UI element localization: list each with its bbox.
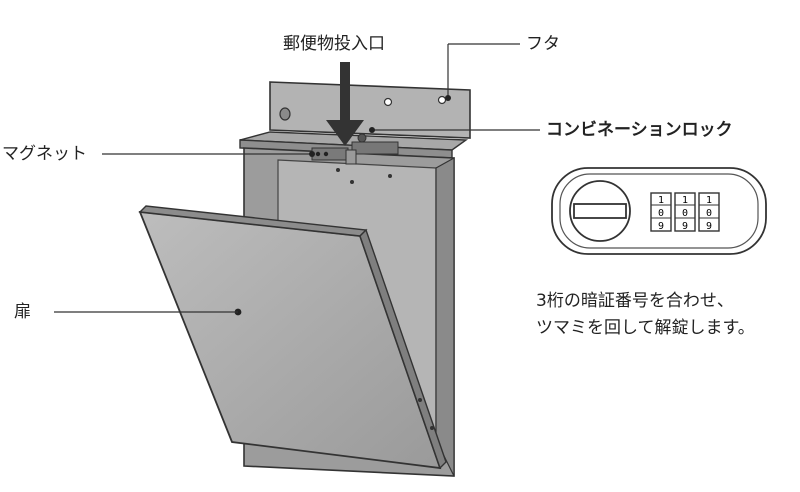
dial-2-digit-mid: 0 xyxy=(682,208,688,219)
dial-3-digit-top: 1 xyxy=(706,195,712,206)
label-mail-slot: 郵便物投入口 xyxy=(283,34,385,54)
dial-2-digit-top: 1 xyxy=(682,195,688,206)
dial-1-digit-top: 1 xyxy=(658,195,664,206)
label-combination-lock: コンビネーションロック xyxy=(546,120,733,140)
dial-1-digit-mid: 0 xyxy=(658,208,664,219)
dial-1: 1 0 9 xyxy=(650,192,672,232)
mail-slot-arrow xyxy=(326,62,364,146)
dial-1-digit-bot: 9 xyxy=(658,221,664,232)
door xyxy=(138,205,447,470)
leader-lines xyxy=(54,43,540,313)
instruction-line-1: 3桁の暗証番号を合わせ、 xyxy=(536,291,734,311)
dial-3-digit-bot: 9 xyxy=(706,221,712,232)
instruction-line-2: ツマミを回して解錠します。 xyxy=(536,318,755,338)
magnet-hardware xyxy=(311,147,349,161)
label-lid: フタ xyxy=(526,34,560,54)
label-door: 扉 xyxy=(14,302,31,322)
back-plate xyxy=(269,81,471,139)
lock-instructions: 3桁の暗証番号を合わせ、 ツマミを回して解錠します。 xyxy=(536,288,755,342)
label-magnet: マグネット xyxy=(2,144,87,164)
dial-3-digit-mid: 0 xyxy=(706,208,712,219)
dial-3: 1 0 9 xyxy=(698,192,720,232)
combination-lock-hardware xyxy=(345,133,399,165)
dial-2-digit-bot: 9 xyxy=(682,221,688,232)
dial-2: 1 0 9 xyxy=(674,192,696,232)
